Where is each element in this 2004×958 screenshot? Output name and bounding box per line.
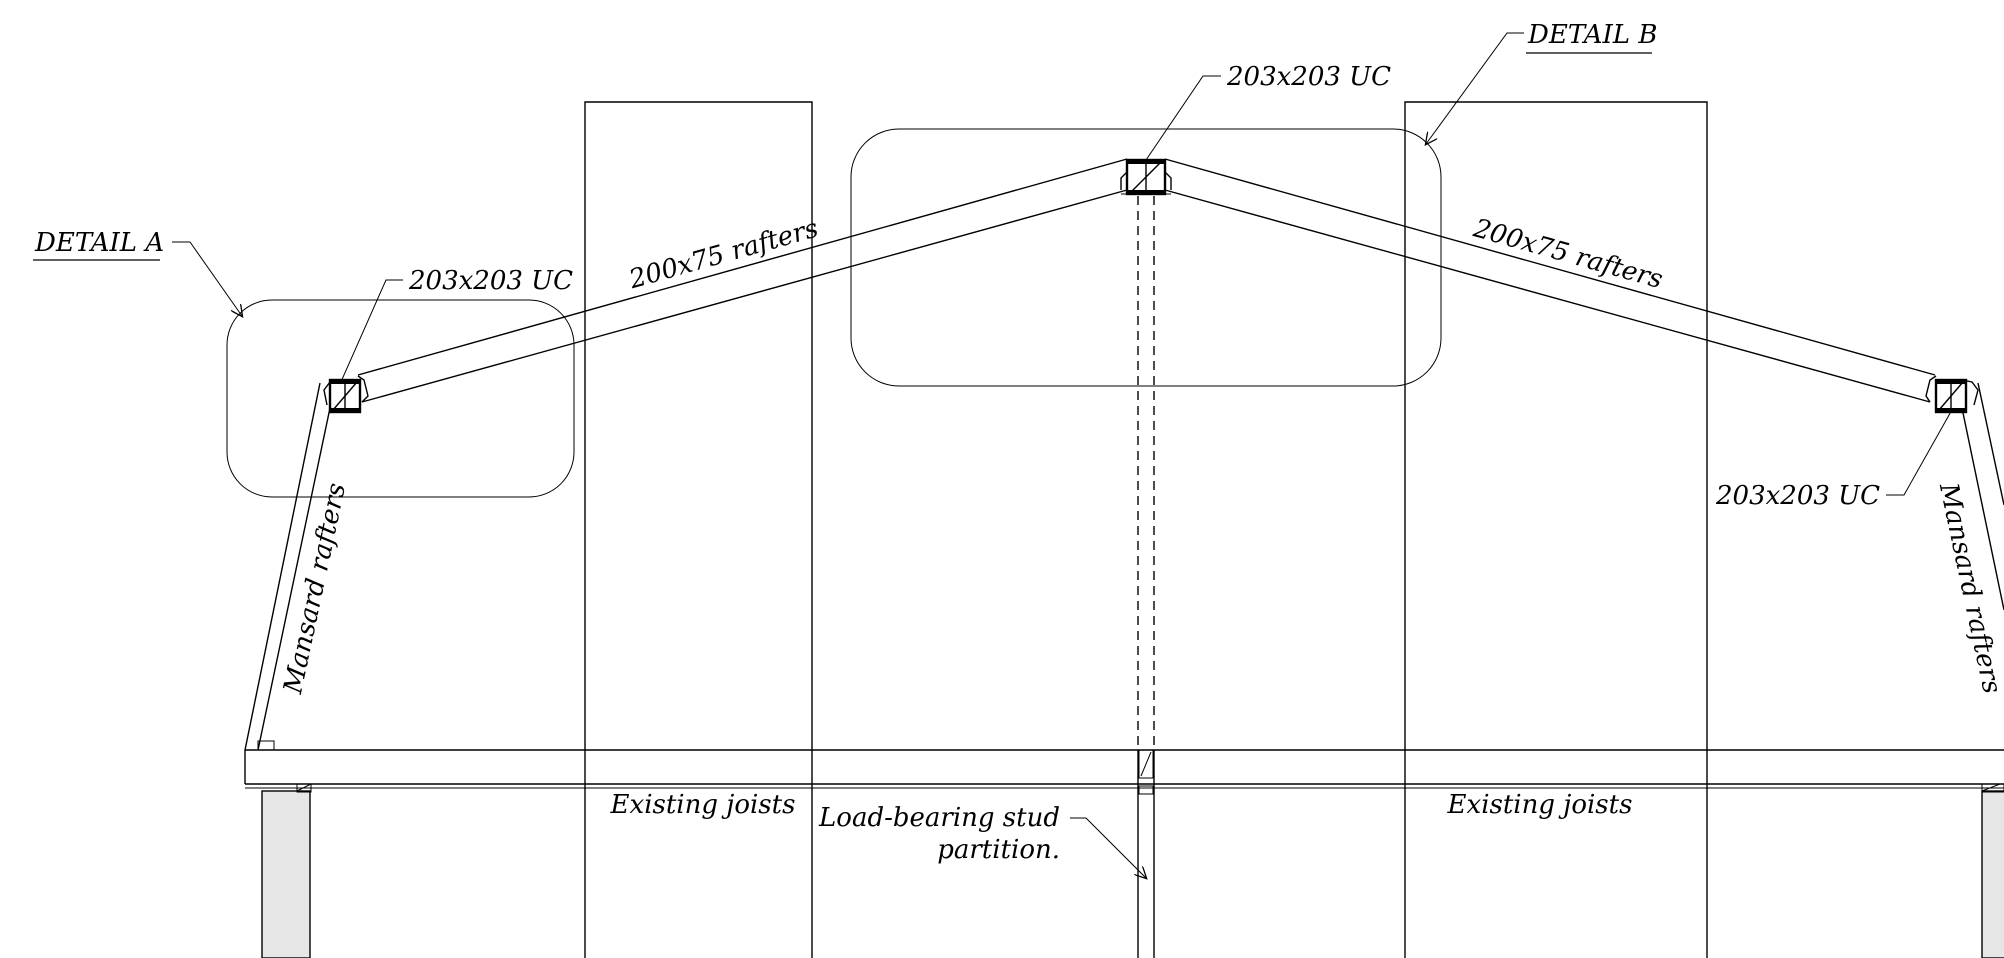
panel-left <box>584 101 813 958</box>
wall-left <box>261 790 311 958</box>
mansard-right-inner <box>1961 407 2004 611</box>
mansard-left-outer <box>244 382 321 751</box>
panel-right <box>1404 101 1708 958</box>
joists-right-label: Existing joists <box>1447 790 1633 820</box>
wall-right <box>1981 790 2004 958</box>
mansard-left-inner <box>257 407 331 751</box>
leader-lines <box>172 32 1954 878</box>
uc-right-label: 203x203 UC <box>1715 481 1880 511</box>
uc-left-label: 203x203 UC <box>408 266 573 296</box>
uc-right-leader <box>1886 407 1954 496</box>
detail-a-leader <box>172 241 242 316</box>
uc-top-leader <box>1145 75 1221 161</box>
mansard-right-outer <box>1977 382 2004 506</box>
left-steel-column <box>323 375 369 414</box>
rafters <box>357 158 1936 403</box>
stud-partition <box>1137 749 1155 958</box>
rafter-left-bottom-edge <box>361 189 1128 403</box>
rafter-right-top-edge <box>1164 158 1936 376</box>
detail-a-box <box>226 299 575 498</box>
detail-b-box <box>850 128 1442 387</box>
mansard-left-foot <box>257 740 275 751</box>
joists-left-label: Existing joists <box>610 790 796 820</box>
partition-leader <box>1070 817 1146 878</box>
partition-label-line2: partition. <box>937 835 1060 865</box>
right-steel-column <box>1925 375 1979 414</box>
mansard-right-label: Mansard rafters <box>1933 479 2004 696</box>
detail-b-label: DETAIL B <box>1527 20 1657 50</box>
detail-b-leader <box>1426 32 1524 144</box>
existing-walls <box>261 783 2004 958</box>
floor-plate <box>244 749 2004 789</box>
vertical-panels <box>584 101 1708 958</box>
detail-a-label: DETAIL A <box>34 228 164 258</box>
uc-top-label: 203x203 UC <box>1226 62 1391 92</box>
ridge-steel-column <box>1120 158 1172 196</box>
rafter-left-top-edge <box>357 158 1128 376</box>
partition-label-line1: Load-bearing stud <box>818 803 1060 833</box>
stud-dashed-lines <box>1137 196 1155 750</box>
mansard-rafters <box>244 382 2004 751</box>
uc-left-leader <box>339 279 403 385</box>
mansard-left-label: Mansard rafters <box>278 480 352 697</box>
rafter-right-bottom-edge <box>1164 189 1931 403</box>
